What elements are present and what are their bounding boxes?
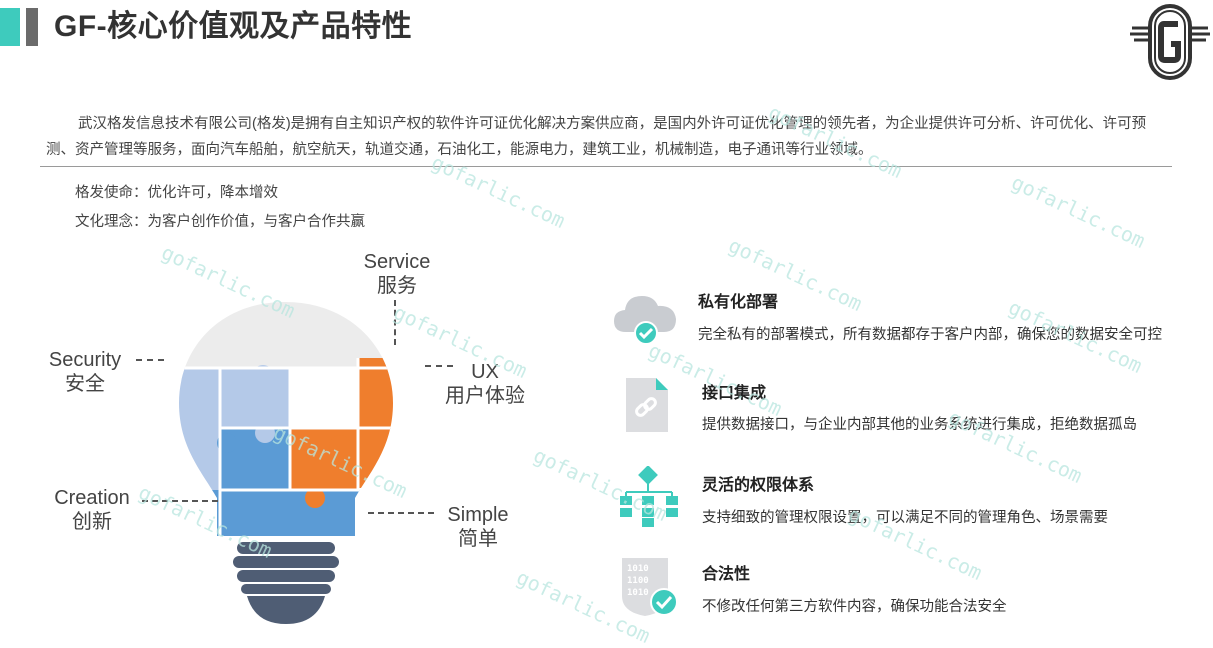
culture-text: 文化理念：为客户创作价值，与客户合作共赢: [75, 214, 365, 230]
title-accent-bar: [0, 8, 20, 46]
hierarchy-icon: [620, 466, 678, 527]
label-ux-en: UX: [471, 361, 499, 383]
mission-text: 格发使命：优化许可，降本增效: [75, 185, 278, 201]
feature-desc-permission: 支持细致的管理权限设置，可以满足不同的管理角色、场景需要: [702, 510, 1108, 526]
label-service-cn: 服务: [377, 275, 417, 297]
connector-security: [136, 359, 164, 361]
svg-text:1010: 1010: [627, 588, 649, 598]
puzzle-piece-simple: [179, 490, 393, 536]
label-creation: Creation 创新: [44, 486, 140, 534]
puzzle-piece-service: [179, 302, 393, 368]
label-simple: Simple 简单: [436, 503, 520, 551]
label-simple-en: Simple: [447, 504, 509, 526]
label-ux-cn: 用户体验: [445, 385, 525, 407]
svg-text:1100: 1100: [627, 576, 649, 586]
connector-creation: [142, 500, 218, 502]
feature-title-permission: 灵活的权限体系: [702, 477, 815, 494]
watermark: gofarlic.com: [1007, 170, 1149, 253]
feature-title-private-deploy: 私有化部署: [698, 294, 779, 311]
connector-simple: [368, 512, 434, 514]
gf-logo-icon: [1130, 4, 1210, 80]
connector-service: [394, 300, 396, 345]
title-accent-bar-secondary: [26, 8, 38, 46]
svg-text:1010: 1010: [627, 564, 649, 574]
label-creation-cn: 创新: [72, 511, 112, 533]
connector-ux: [425, 365, 453, 367]
feature-desc-private-deploy: 完全私有的部署模式，所有数据都存于客户内部，确保您的数据安全可控: [698, 327, 1162, 343]
label-security-en: Security: [48, 349, 122, 371]
feature-title-interface: 接口集成: [702, 385, 767, 402]
label-creation-en: Creation: [54, 487, 130, 509]
puzzle-piece-ux-inner: [290, 428, 358, 490]
label-security-cn: 安全: [65, 373, 105, 395]
feature-title-legality: 合法性: [702, 566, 751, 583]
cloud-check-icon: [614, 296, 676, 345]
puzzle-piece-security: [179, 368, 220, 536]
feature-desc-interface: 提供数据接口，与企业内部其他的业务系统进行集成，拒绝数据孤岛: [702, 417, 1137, 433]
label-service: Service 服务: [357, 250, 437, 298]
puzzle-piece-ux: [358, 358, 393, 488]
label-ux: UX 用户体验: [440, 360, 530, 408]
label-service-en: Service: [363, 251, 431, 273]
puzzle-piece-center: [290, 368, 358, 428]
label-simple-cn: 简单: [458, 528, 498, 550]
divider: [40, 166, 1172, 167]
label-security: Security 安全: [40, 348, 130, 396]
lightbulb-puzzle: [179, 302, 393, 624]
company-intro: 武汉格发信息技术有限公司(格发)是拥有自主知识产权的软件许可证优化解决方案供应商…: [46, 116, 1147, 158]
feature-desc-legality: 不修改任何第三方软件内容，确保功能合法安全: [702, 599, 1007, 615]
link-document-icon: [626, 378, 668, 432]
page-title: GF-核心价值观及产品特性: [54, 10, 413, 43]
binary-shield-icon: 1010 1100 1010: [622, 558, 678, 616]
